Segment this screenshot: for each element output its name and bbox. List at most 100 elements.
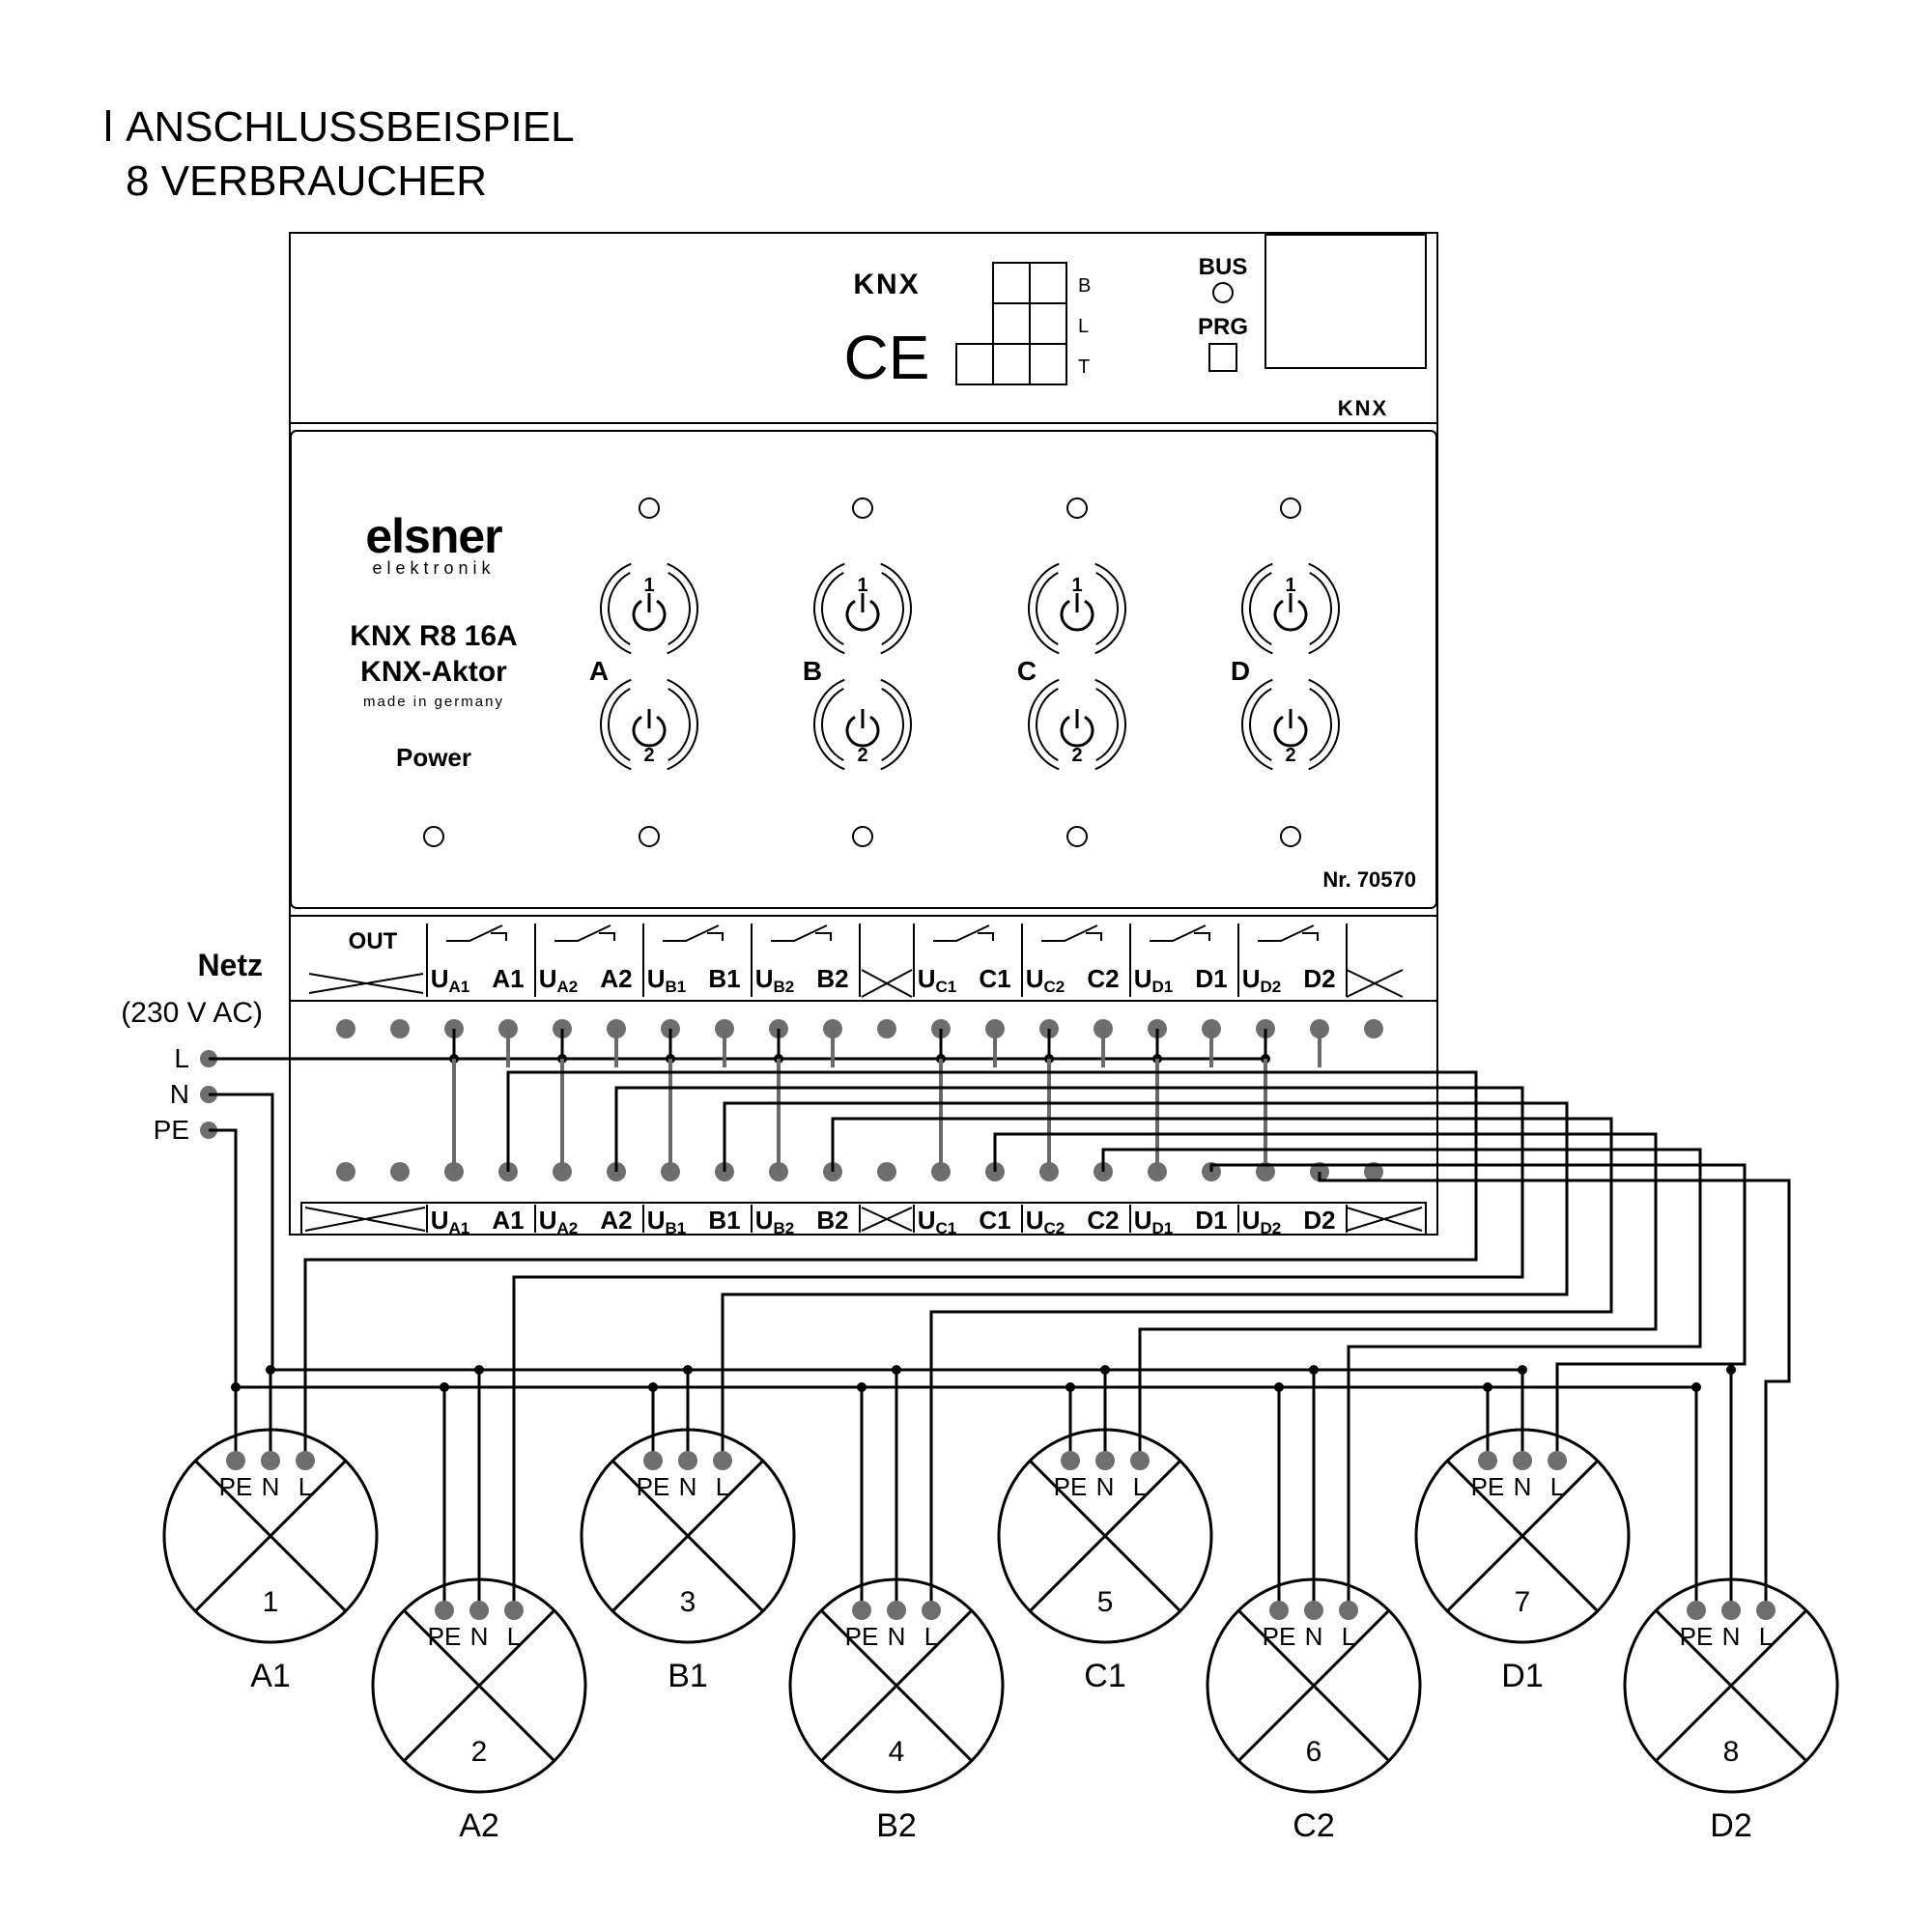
rocker-inner-left [608,688,631,761]
lamp-circle [1414,1428,1631,1644]
load-pin-label-n: N [888,1622,906,1651]
rocker-inner-right [881,688,904,761]
bus-led [1212,282,1234,303]
terminal-label-UD2: UD2 [1242,964,1282,996]
terminal-label-A2: A2 [600,964,632,993]
relay-contact-switch [554,924,611,942]
load-name: A2 [459,1807,499,1844]
rocker-button-top[interactable] [1028,562,1126,655]
brand-name: elsner [365,509,502,563]
load-l-wire-b2 [831,1117,1613,1610]
blt-label-t: T [1078,356,1090,378]
rocker-outer-left [600,562,632,655]
rocker-outer-right [667,678,698,771]
relay-contact-fixed [815,932,832,941]
relay-contact-symbol [663,924,724,942]
prg-button[interactable] [1208,343,1237,372]
load-pin-label-n: N [1096,1472,1115,1501]
channel-letter: C [1017,656,1037,686]
relay-contact-fixed [1194,932,1210,941]
rocker-inner-left [821,572,844,645]
load-pin-label-pe: PE [219,1472,253,1501]
load-pin-label-l: L [1133,1472,1147,1501]
rocker-outer-left [813,562,845,655]
load-pin [435,1601,454,1620]
terminal-label-UC1: UC1 [918,964,957,996]
mains-title: Netz [197,948,263,982]
channel-led-top [639,497,660,519]
terminal-bottom [1364,1162,1383,1181]
load-name: A1 [250,1658,291,1694]
rocker-button-top[interactable] [813,562,912,655]
terminal-top [336,1019,355,1038]
load-pin-label-n: N [262,1472,280,1501]
load-l-wire-d1 [1209,1163,1747,1461]
junction [1100,1365,1110,1375]
channel-letter: B [803,656,822,686]
junction [1065,1382,1075,1392]
channel-letter: A [589,656,609,686]
rocker-inner-right [1309,688,1332,761]
load-pin [1304,1601,1323,1620]
load-pin [296,1451,315,1470]
blank-cross [861,1207,913,1232]
lamp-cross [611,1460,764,1612]
rocker-button-bottom[interactable] [1241,678,1340,771]
blt-label-l: L [1078,316,1089,337]
power-icon-arc [1060,599,1094,632]
rocker-button-top[interactable] [1241,562,1340,655]
load-number: 7 [1515,1586,1531,1618]
load-pin [852,1601,871,1620]
mains-pe-wire [209,1128,1696,1389]
load-name: B1 [668,1658,708,1694]
button-number-2: 2 [1071,745,1082,766]
rocker-outer-left [1241,678,1273,771]
rocker-outer-left [600,678,632,771]
terminal-label-C1: C1 [979,1206,1010,1235]
load-name: C1 [1084,1658,1125,1694]
terminal-bottom [877,1162,896,1181]
mains-l-label: L [174,1043,189,1073]
out-cross [308,973,424,994]
junction [231,1382,241,1392]
terminal-label-UD1: UD1 [1134,1206,1174,1237]
terminal-label-A1: A1 [492,1206,524,1235]
rocker-inner-right [668,572,691,645]
rocker-outer-left [813,678,845,771]
relay-contact-symbol [771,924,832,942]
terminal-label-B2: B2 [816,964,848,993]
device-type: KNX-Aktor [360,656,507,688]
junction [1309,1365,1319,1375]
load-pin [226,1451,245,1470]
rocker-button-bottom[interactable] [813,678,912,771]
load-pin-label-pe: PE [1263,1622,1296,1651]
terminal-label-A1: A1 [492,964,524,993]
load-number: 6 [1306,1736,1322,1768]
relay-contact-switch [1150,924,1207,942]
rocker-button-bottom[interactable] [1028,678,1126,771]
load-pin [1339,1601,1358,1620]
lamp-circle [580,1428,796,1644]
blt-label-grid: B L T [955,262,1091,385]
load-number: 2 [471,1736,488,1768]
blank-cross [861,969,913,998]
load-l-wire-c1 [993,1132,1658,1461]
relay-contact-symbol [1041,924,1102,942]
terminal-top [877,1019,896,1038]
terminal-top [1364,1019,1383,1038]
junction [1691,1382,1701,1392]
blank-cross [1346,969,1404,998]
rocker-button-top[interactable] [600,562,698,655]
rocker-button-bottom[interactable] [600,678,698,771]
relay-contact-switch [933,924,990,942]
load-pin [713,1451,732,1470]
terminal-label-UA2: UA2 [539,964,579,996]
lamp-cross [403,1609,555,1762]
relay-contact-fixed [978,932,994,941]
load-number: 8 [1723,1736,1740,1768]
load-pin-label-l: L [716,1472,729,1501]
junction [266,1365,275,1375]
blank-cross [1346,1207,1423,1232]
load-pin-label-pe: PE [637,1472,670,1501]
